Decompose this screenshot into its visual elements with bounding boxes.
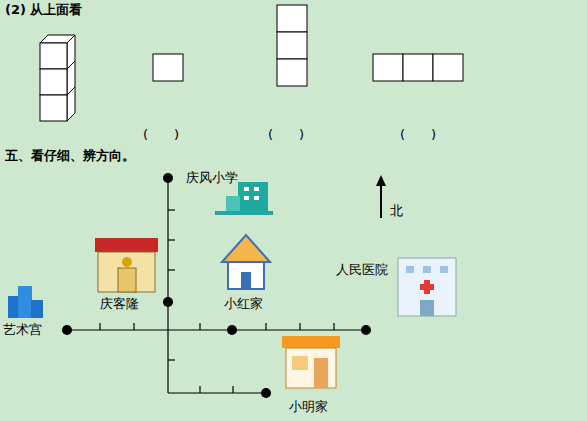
supermarket-icon-part — [95, 238, 158, 252]
north-arrow — [376, 175, 386, 218]
house-icon-part — [222, 235, 270, 262]
hospital-icon-part — [440, 266, 448, 273]
map-dots — [62, 173, 371, 398]
map-dots-part — [261, 388, 271, 398]
supermarket-icon-part — [122, 257, 132, 267]
school-icon-part — [238, 182, 268, 212]
answer-blank: ( ) — [143, 127, 179, 143]
map-axes — [67, 178, 366, 393]
section-heading: 五、看仔细、辨方向。 — [5, 148, 135, 164]
art-palace-icon-part — [18, 286, 32, 318]
school-icon-part — [244, 196, 249, 200]
north-label: 北 — [390, 203, 403, 219]
top-view-squares-part — [373, 54, 403, 81]
shop-icon-part — [286, 348, 336, 388]
north-arrow-part — [380, 184, 382, 218]
house-icon — [222, 235, 270, 289]
place-label: 人民医院 — [336, 262, 388, 278]
cube-stack-part — [67, 61, 75, 69]
map-axes-part — [67, 329, 366, 330]
hospital-icon-part — [423, 266, 431, 273]
place-label: 庆风小学 — [186, 170, 238, 186]
north-arrow-part — [376, 175, 386, 186]
map-dots-part — [163, 173, 173, 183]
top-view-squares-part — [277, 59, 307, 86]
place-label: 小明家 — [289, 399, 328, 415]
cube-stack-part — [40, 69, 67, 95]
top-view-squares-part — [153, 54, 183, 81]
shop-icon-part — [282, 336, 340, 348]
cube-stack-part — [67, 35, 75, 121]
map-axes-part — [168, 209, 175, 210]
school-icon-part — [215, 211, 273, 215]
school-icon-part — [226, 196, 240, 212]
place-label: 庆客隆 — [100, 296, 139, 312]
question-heading: (2) 从上面看 — [5, 2, 82, 18]
map-axes-part — [232, 386, 233, 393]
art-palace-icon — [8, 286, 43, 318]
hospital-icon-part — [398, 258, 456, 316]
map-dots-part — [227, 325, 237, 335]
top-view-squares-part — [277, 5, 307, 32]
school-icon — [215, 182, 273, 215]
shop-icon-part — [314, 358, 328, 388]
shop-icon — [282, 336, 340, 388]
cube-stack-part — [40, 95, 67, 121]
art-palace-icon-part — [31, 300, 43, 318]
school-icon-part — [254, 196, 259, 200]
answer-blank: ( ) — [268, 127, 304, 143]
map-dots-part — [163, 297, 173, 307]
cube-stack-part — [40, 43, 67, 69]
place-label: 小红家 — [224, 296, 263, 312]
house-icon-part — [241, 272, 251, 289]
supermarket-icon-part — [118, 268, 136, 292]
school-icon-part — [244, 187, 249, 191]
map-axes-part — [133, 323, 134, 330]
supermarket-icon — [95, 238, 158, 292]
map-axes-part — [333, 323, 334, 330]
place-label: 艺术宫 — [3, 322, 42, 338]
hospital-icon-part — [406, 266, 414, 273]
map-axes-part — [168, 392, 266, 393]
map-axes-part — [299, 323, 300, 330]
map-axes-part — [199, 386, 200, 393]
top-view-squares — [153, 5, 463, 86]
map-axes-part — [168, 269, 175, 270]
map-axes-part — [99, 323, 100, 330]
shop-icon-part — [292, 356, 308, 370]
map-axes-part — [199, 323, 200, 330]
hospital-icon-part — [420, 300, 434, 316]
house-icon-part — [228, 262, 264, 289]
cube-stack-part — [67, 87, 75, 95]
cube-stack — [40, 35, 75, 121]
top-view-squares-part — [403, 54, 433, 81]
school-icon-part — [254, 187, 259, 191]
map-axes-part — [168, 359, 175, 360]
map-dots-part — [62, 325, 72, 335]
answer-blank: ( ) — [400, 127, 436, 143]
hospital-icon — [398, 258, 456, 316]
map-axes-part — [168, 239, 175, 240]
hospital-icon-part — [420, 284, 434, 290]
top-view-squares-part — [433, 54, 463, 81]
supermarket-icon-part — [98, 252, 155, 292]
map-axes-part — [265, 323, 266, 330]
map-dots-part — [361, 325, 371, 335]
top-view-squares-part — [277, 32, 307, 59]
